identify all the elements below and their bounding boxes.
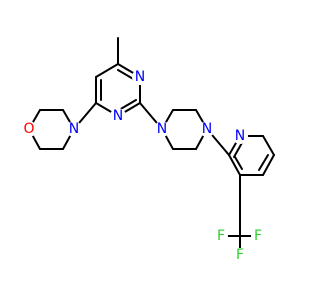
nitrogen-label: N	[135, 69, 145, 85]
atom-piperazine-n-left: N	[154, 121, 170, 137]
atom-piperazine-n-right: N	[199, 121, 215, 137]
atom-fluorine-left: F	[214, 228, 228, 244]
oxygen-label: O	[23, 121, 34, 137]
bond-pyridine-c6-c5	[262, 135, 275, 156]
atom-labels: O N N N N N N F	[21, 69, 265, 263]
nitrogen-label: N	[235, 128, 245, 144]
molecule-structure-diagram: O N N N N N N F	[21, 37, 275, 263]
fluorine-label: F	[254, 228, 262, 244]
nitrogen-label: N	[157, 121, 167, 137]
bond-pyridine-c5-c4-double	[258, 154, 269, 171]
nitrogen-label: N	[202, 121, 212, 137]
fluorine-label: F	[217, 228, 225, 244]
bond-pyrimidine-c6-c5	[95, 63, 119, 78]
atom-pyrimidine-n-bottom: N	[110, 108, 126, 124]
atom-morpholine-n: N	[66, 121, 82, 137]
bond-pyridine-c5-c4	[262, 154, 275, 176]
fluorine-label: F	[236, 247, 244, 263]
atom-fluorine-top: F	[233, 247, 247, 263]
bond-pyrimidine-n3-c2-double	[118, 99, 137, 111]
atom-fluorine-right: F	[251, 228, 265, 244]
atom-pyridine-n: N	[232, 128, 248, 144]
nitrogen-label: N	[113, 108, 123, 124]
atom-pyrimidine-n-right: N	[132, 69, 148, 85]
atom-morpholine-o: O	[21, 121, 37, 137]
bond-pyridine-c3-c2	[228, 154, 241, 176]
nitrogen-label: N	[69, 121, 79, 137]
bond-pyridine-c3-c2-double	[234, 156, 243, 170]
